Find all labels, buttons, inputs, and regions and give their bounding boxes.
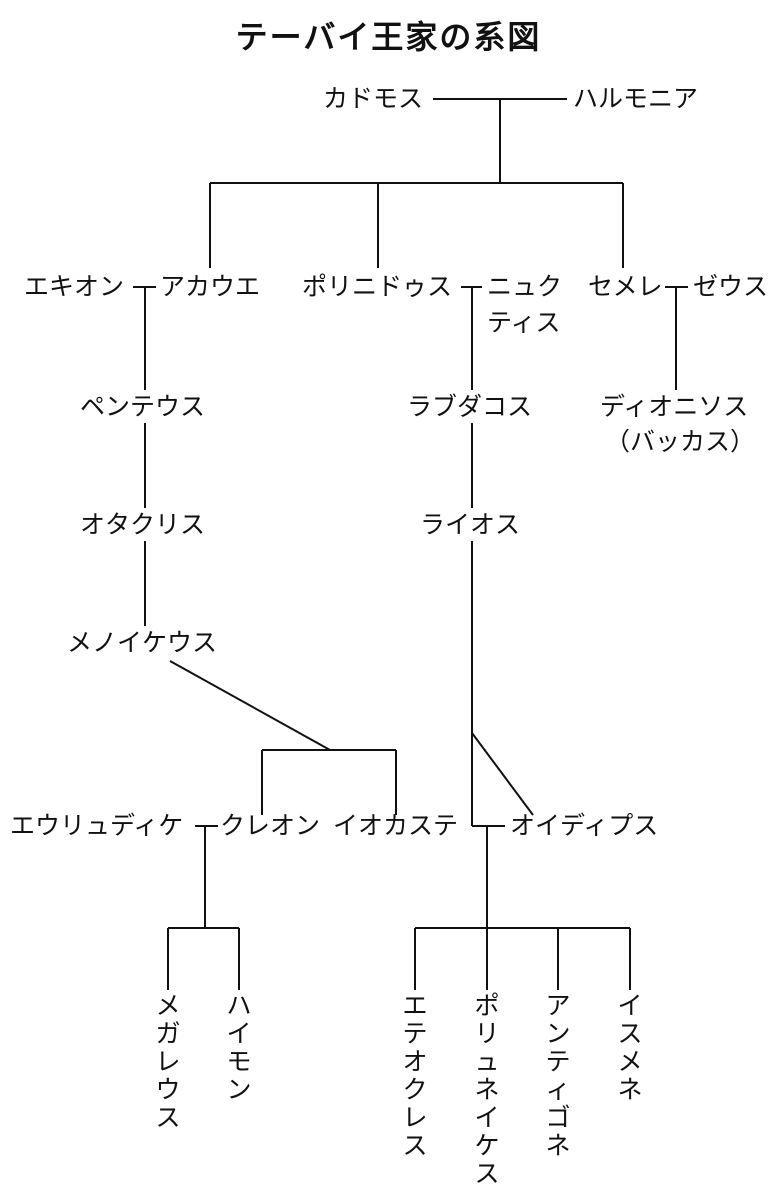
person-bacchus: （バッカス） [605,427,756,456]
person-pentheus: ペンテウス [80,392,206,421]
person-laius: ライオス [420,510,521,539]
person-polydorus: ポリニドゥス [302,272,453,301]
person-semele: セメレ [588,272,663,301]
person-megareus: メガレウス [155,991,181,1132]
descent-line-menoeceus [169,660,331,751]
descent-line-laius-oedipus [471,732,534,816]
person-polynices: ポリュネイケス [474,991,500,1188]
person-antigone: アンティゴネ [545,991,571,1160]
person-echion: エキオン [24,272,125,301]
person-dionysus: ディオニソス [600,392,749,421]
person-eurydice: エウリュディケ [10,811,184,840]
person-menoeceus: メノイケウス [67,628,218,657]
person-labdacus: ラブダコス [407,392,533,421]
person-eteocles: エテオクレス [402,991,428,1160]
person-nycteis-line2: ティス [487,308,561,337]
person-cadmus: カドモス [323,84,424,113]
person-jocasta: イオカステ [333,811,459,840]
person-ismene: イスメネ [617,991,643,1104]
person-zeus: ゼウス [693,272,769,301]
person-creon: クレオン [220,811,321,840]
person-harmonia: ハルモニア [573,84,699,113]
person-agave: アカウエ [160,272,261,301]
person-oclasus: オタクリス [80,510,206,539]
diagram-title: テーバイ王家の系図 [235,18,542,56]
person-haemon: ハイモン [226,991,252,1104]
person-nycteis-line1: ニュク [487,272,563,301]
person-oedipus: オイディプス [510,811,659,840]
